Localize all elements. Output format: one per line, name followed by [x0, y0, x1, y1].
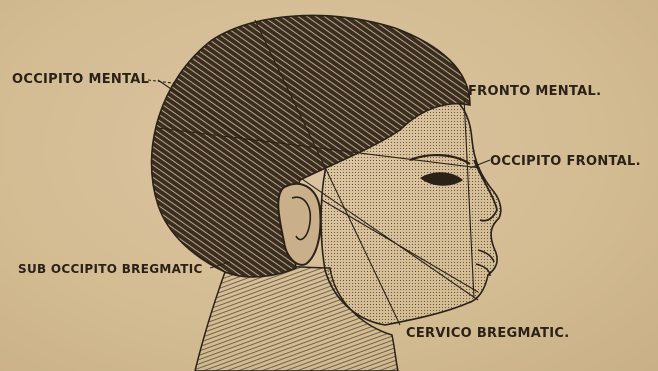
label-fronto-mental: FRONTO MENTAL.	[468, 84, 601, 100]
label-cervico-bregmatic: CERVICO BREGMATIC.	[406, 326, 570, 342]
label-sub-occipito-bregmatic: SUB OCCIPITO BREGMATIC	[18, 262, 203, 277]
label-occipito-mental: OCCIPITO MENTAL	[12, 72, 149, 88]
label-occipito-frontal: OCCIPITO FRONTAL.	[490, 154, 641, 170]
